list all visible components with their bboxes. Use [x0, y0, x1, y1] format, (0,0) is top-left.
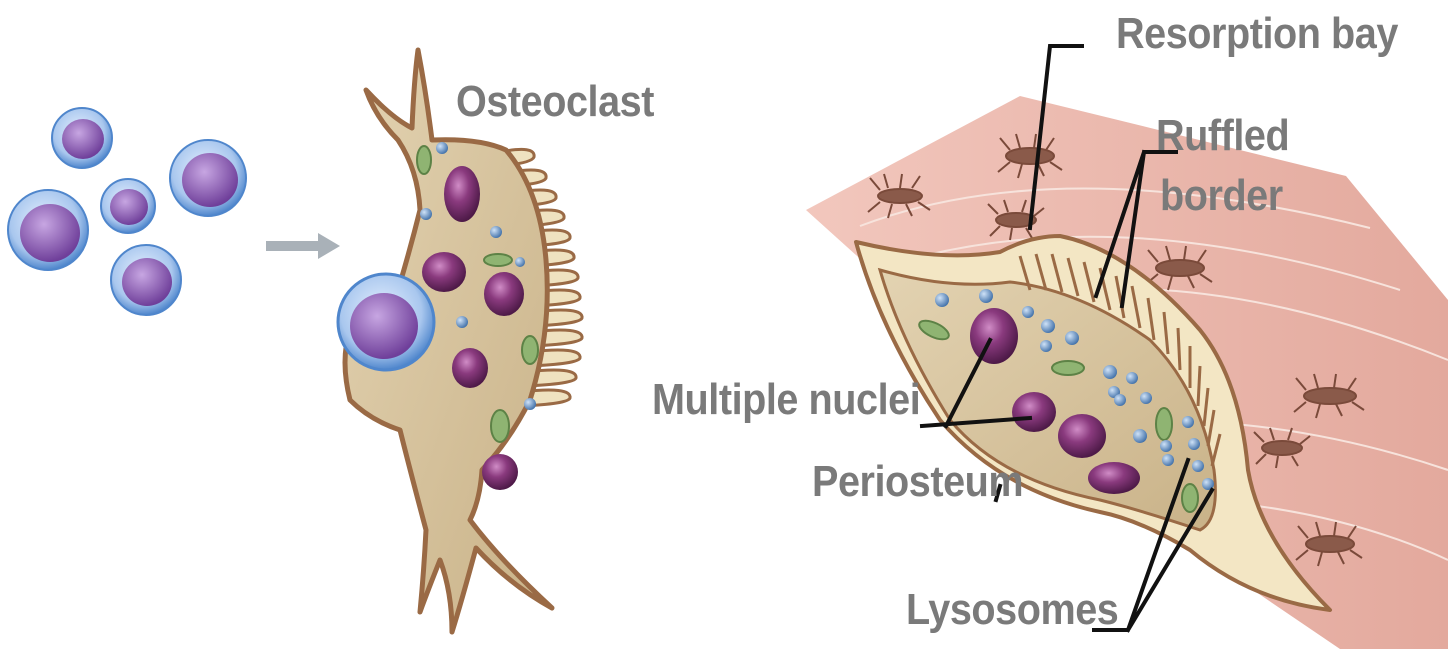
resorption-bay-label: Resorption bay — [1116, 12, 1398, 56]
ruffled-border-label-line2: border — [1160, 174, 1283, 218]
fusion-arrow-icon — [266, 233, 340, 259]
osteoclast-label: Osteoclast — [456, 80, 654, 124]
precursor-cell — [101, 179, 155, 233]
lysosomes-label: Lysosomes — [906, 588, 1118, 632]
multiple-nuclei-label: Multiple nuclei — [652, 378, 920, 422]
precursor-cells — [8, 108, 246, 315]
precursor-cell — [170, 140, 246, 216]
osteoclast-cell — [338, 50, 582, 632]
precursor-cell — [52, 108, 112, 168]
periosteum-label: Periosteum — [812, 460, 1023, 504]
fusing-precursor-cell — [338, 274, 434, 370]
precursor-cell — [8, 190, 88, 270]
ruffled-border-label-line1: Ruffled — [1156, 114, 1289, 158]
precursor-cell — [111, 245, 181, 315]
